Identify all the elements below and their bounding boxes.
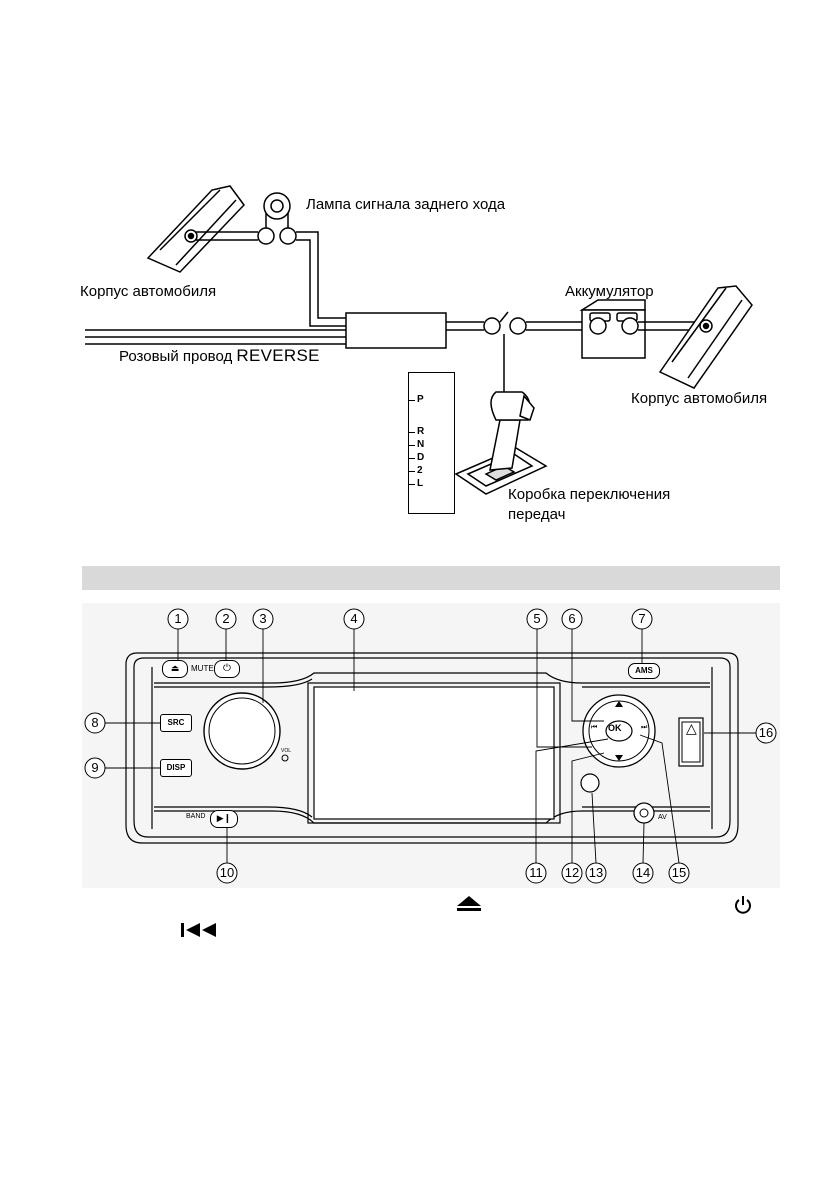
callout-5: 5 (533, 611, 541, 626)
callout-11: 11 (524, 865, 548, 880)
vol-label: VOL (281, 748, 291, 754)
mute-label: MUTE (191, 664, 214, 673)
callout-12: 12 (560, 865, 584, 880)
reverse-lamp-label: Лампа сигнала заднего хода (306, 196, 505, 214)
ams-button[interactable]: AMS (628, 663, 660, 679)
callout-16: 16 (754, 725, 778, 740)
callout-14: 14 (631, 865, 655, 880)
previous-track-icon (180, 922, 220, 938)
car-body-left-label: Корпус автомобиля (80, 283, 216, 301)
prev-button[interactable]: ⏮ (591, 724, 597, 732)
eject-button[interactable]: ⏏ (162, 660, 188, 678)
car-body-right-label: Корпус автомобиля (631, 390, 767, 408)
src-button[interactable]: SRC (160, 714, 192, 732)
reverse-wire-label: Розовый провод REVERSE (119, 346, 320, 366)
reverse-wire-prefix: Розовый провод (119, 348, 232, 365)
callout-3: 3 (259, 611, 267, 626)
disp-button[interactable]: DISP (160, 759, 192, 777)
play-pause-button[interactable]: ▶❙ (210, 810, 238, 828)
car-body-left (148, 186, 244, 272)
callout-9: 9 (91, 760, 99, 775)
band-label: BAND (186, 813, 205, 820)
gearbox-label-line1: Коробка переключения (508, 486, 670, 504)
power-button[interactable]: ⏻ (214, 660, 240, 678)
gear-d: D (417, 453, 424, 463)
callout-15: 15 (667, 865, 691, 880)
reverse-wire-word: REVERSE (236, 346, 319, 365)
gear-p: P (417, 395, 424, 405)
power-icon (734, 895, 752, 915)
front-panel-drawing (82, 603, 780, 888)
av-label: AV (658, 814, 667, 821)
callout-13: 13 (584, 865, 608, 880)
callout-2: 2 (222, 611, 230, 626)
gear-n: N (417, 440, 424, 450)
gear-position-strip: P R N D 2 L (408, 372, 455, 514)
callout-1: 1 (174, 611, 182, 626)
gearbox-label-line2: передач (508, 506, 565, 524)
callout-4: 4 (350, 611, 358, 626)
gear-l: L (417, 479, 423, 489)
eject-icon (455, 895, 483, 913)
callout-8: 8 (91, 715, 99, 730)
ok-button[interactable]: OK (608, 723, 622, 733)
battery-label: Аккумулятор (565, 283, 654, 301)
callout-7: 7 (638, 611, 646, 626)
gear-2: 2 (417, 466, 423, 476)
car-body-right (660, 286, 752, 388)
next-button[interactable]: ⏭ (641, 724, 647, 732)
callout-10: 10 (215, 865, 239, 880)
gear-shifter (456, 392, 546, 494)
section-header-bar (82, 566, 780, 590)
callout-6: 6 (568, 611, 576, 626)
usb-icon: △ (686, 720, 697, 737)
gear-r: R (417, 427, 424, 437)
